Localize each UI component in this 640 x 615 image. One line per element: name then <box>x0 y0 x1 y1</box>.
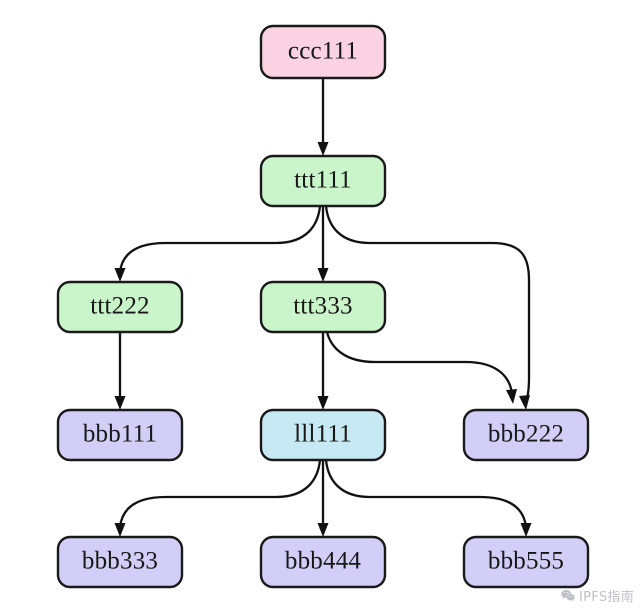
node-bbb444-label: bbb444 <box>285 548 362 575</box>
node-bbb222[interactable]: bbb222 <box>462 408 590 462</box>
edge-ttt222-bbb111 <box>114 330 126 410</box>
node-ttt222-box[interactable] <box>56 280 184 334</box>
node-bbb333-label: bbb333 <box>82 548 158 575</box>
node-ttt222[interactable]: ttt222 <box>56 280 184 334</box>
edge-ttt111-ttt222 <box>114 204 322 282</box>
node-ccc111-box[interactable] <box>259 24 387 80</box>
node-bbb222-box[interactable] <box>462 408 590 462</box>
node-ttt333[interactable]: ttt333 <box>259 280 387 334</box>
edge-lll111-bbb555 <box>324 458 532 537</box>
node-lll111-label: lll111 <box>294 421 352 448</box>
node-layer: ccc111 ttt111 ttt222 ttt333 bbb111 lll11 <box>56 24 590 589</box>
node-bbb111-label: bbb111 <box>83 421 157 448</box>
edge-ttt111-ttt333 <box>317 204 329 282</box>
node-ttt222-label: ttt222 <box>90 293 150 320</box>
node-bbb555-label: bbb555 <box>488 548 564 575</box>
node-ccc111-label: ccc111 <box>288 38 358 65</box>
node-lll111[interactable]: lll111 <box>259 408 387 462</box>
edge-ttt333-bbb222 <box>325 330 517 404</box>
node-bbb555-box[interactable] <box>462 535 590 589</box>
edge-lll111-bbb333 <box>114 458 322 537</box>
node-bbb111-box[interactable] <box>56 408 184 462</box>
edge-ttt111-bbb222 <box>324 204 531 410</box>
node-bbb333-box[interactable] <box>56 535 184 589</box>
node-bbb222-label: bbb222 <box>488 421 564 448</box>
node-ttt111[interactable]: ttt111 <box>259 154 387 208</box>
node-bbb444-box[interactable] <box>259 535 387 589</box>
node-bbb444[interactable]: bbb444 <box>259 535 387 589</box>
node-bbb111[interactable]: bbb111 <box>56 408 184 462</box>
edge-layer <box>114 76 532 537</box>
edge-ccc111-ttt111 <box>317 76 329 156</box>
node-bbb555[interactable]: bbb555 <box>462 535 590 589</box>
node-ttt333-label: ttt333 <box>293 293 353 320</box>
node-ttt111-label: ttt111 <box>294 167 352 194</box>
edge-lll111-bbb444 <box>317 458 329 537</box>
node-ccc111[interactable]: ccc111 <box>259 24 387 80</box>
node-bbb333[interactable]: bbb333 <box>56 535 184 589</box>
node-ttt111-box[interactable] <box>259 154 387 208</box>
node-lll111-box[interactable] <box>259 408 387 462</box>
edge-ttt333-lll111 <box>317 330 329 410</box>
node-ttt333-box[interactable] <box>259 280 387 334</box>
